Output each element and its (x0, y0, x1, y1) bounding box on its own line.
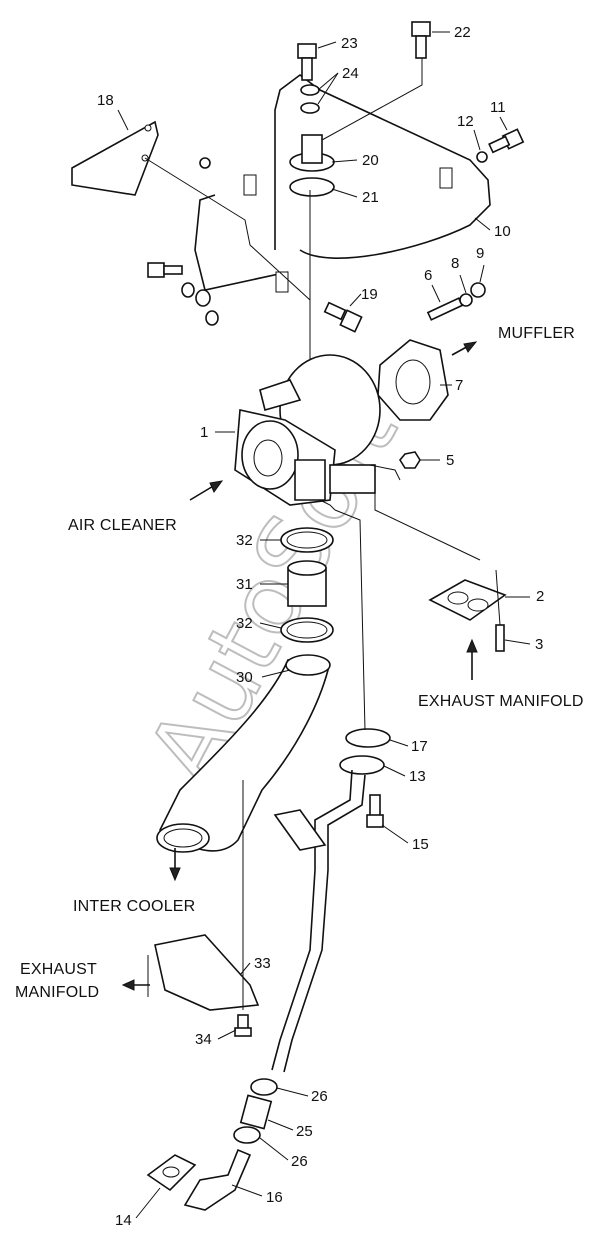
caption-exhaust-manifold-right: EXHAUST MANIFOLD (418, 693, 584, 710)
callout-20: 20 (362, 152, 379, 169)
callout-17: 17 (411, 738, 428, 755)
bolt-19 (323, 301, 363, 333)
callout-7: 7 (455, 377, 463, 394)
callout-19: 19 (361, 286, 378, 303)
bracket-33 (154, 934, 260, 1011)
flange-20 (289, 134, 335, 172)
clamp-26-upper (250, 1078, 278, 1096)
callout-31: 31 (236, 576, 253, 593)
hose-31 (287, 560, 327, 607)
oil-pipe-10 (194, 74, 491, 293)
callout-18: 18 (97, 92, 114, 109)
caption-exhaust-left-line2: MANIFOLD (15, 984, 99, 1001)
callout-16: 16 (266, 1189, 283, 1206)
flange-13 (339, 755, 385, 775)
caption-exhaust-left-line1: EXHAUST (20, 961, 97, 978)
callout-23: 23 (341, 35, 358, 52)
pipe-30 (156, 654, 331, 853)
bracket-18 (71, 120, 159, 196)
stud-3 (495, 624, 505, 652)
callout-32-lower: 32 (236, 615, 253, 632)
callout-32-upper: 32 (236, 532, 253, 549)
callout-30: 30 (236, 669, 253, 686)
callout-10: 10 (494, 223, 511, 240)
nut-5 (399, 451, 421, 469)
bolt-11 (488, 128, 525, 154)
clamp-32-upper (280, 527, 334, 553)
bolt-22 (411, 21, 431, 59)
callout-15: 15 (412, 836, 429, 853)
callout-26-upper: 26 (311, 1088, 328, 1105)
callout-21: 21 (362, 189, 379, 206)
callout-13: 13 (409, 768, 426, 785)
callout-3: 3 (535, 636, 543, 653)
callout-1: 1 (200, 424, 208, 441)
stud-6 (426, 297, 464, 321)
washer-12 (476, 151, 488, 163)
caption-air-cleaner: AIR CLEANER (68, 517, 177, 534)
callout-9: 9 (476, 245, 484, 262)
gasket-2 (428, 579, 507, 621)
gasket-14 (146, 1154, 197, 1192)
caption-inter-cooler: INTER COOLER (73, 898, 195, 915)
captions: MUFFLER AIR CLEANER EXHAUST MANIFOLD INT… (15, 325, 584, 1001)
hose-25 (239, 1094, 273, 1130)
gaskets-24 (300, 84, 320, 114)
oil-return-pipe (271, 769, 366, 1073)
leader-lines (117, 31, 531, 1219)
turbocharger-1 (234, 354, 381, 506)
callout-14: 14 (115, 1212, 132, 1229)
clamp-32-lower (280, 617, 334, 643)
callout-25: 25 (296, 1123, 313, 1140)
nut-9 (470, 282, 486, 298)
gasket-7 (377, 339, 449, 421)
callout-24: 24 (342, 65, 359, 82)
pipe-16 (183, 1148, 252, 1211)
bolt-34 (234, 1014, 252, 1037)
bolt-15 (366, 794, 384, 828)
gasket-21 (289, 177, 335, 197)
callout-5: 5 (446, 452, 454, 469)
callout-26-lower: 26 (291, 1153, 308, 1170)
gasket-17 (345, 728, 391, 748)
clamp-26-lower (233, 1126, 261, 1144)
callout-11: 11 (490, 99, 506, 116)
bolt-left (147, 262, 219, 326)
callout-22: 22 (454, 24, 471, 41)
callout-33: 33 (254, 955, 271, 972)
callout-6: 6 (424, 267, 432, 284)
callout-2: 2 (536, 588, 544, 605)
caption-muffler: MUFFLER (498, 325, 575, 342)
callout-labels: 23 22 24 18 11 12 20 21 10 6 8 9 19 7 1 … (97, 24, 544, 1229)
callout-34: 34 (195, 1031, 212, 1048)
callout-12: 12 (457, 113, 474, 130)
bolt-23 (297, 43, 317, 81)
callout-8: 8 (451, 255, 459, 272)
washer-8 (459, 293, 473, 307)
air-cleaner-arrow (189, 484, 216, 501)
